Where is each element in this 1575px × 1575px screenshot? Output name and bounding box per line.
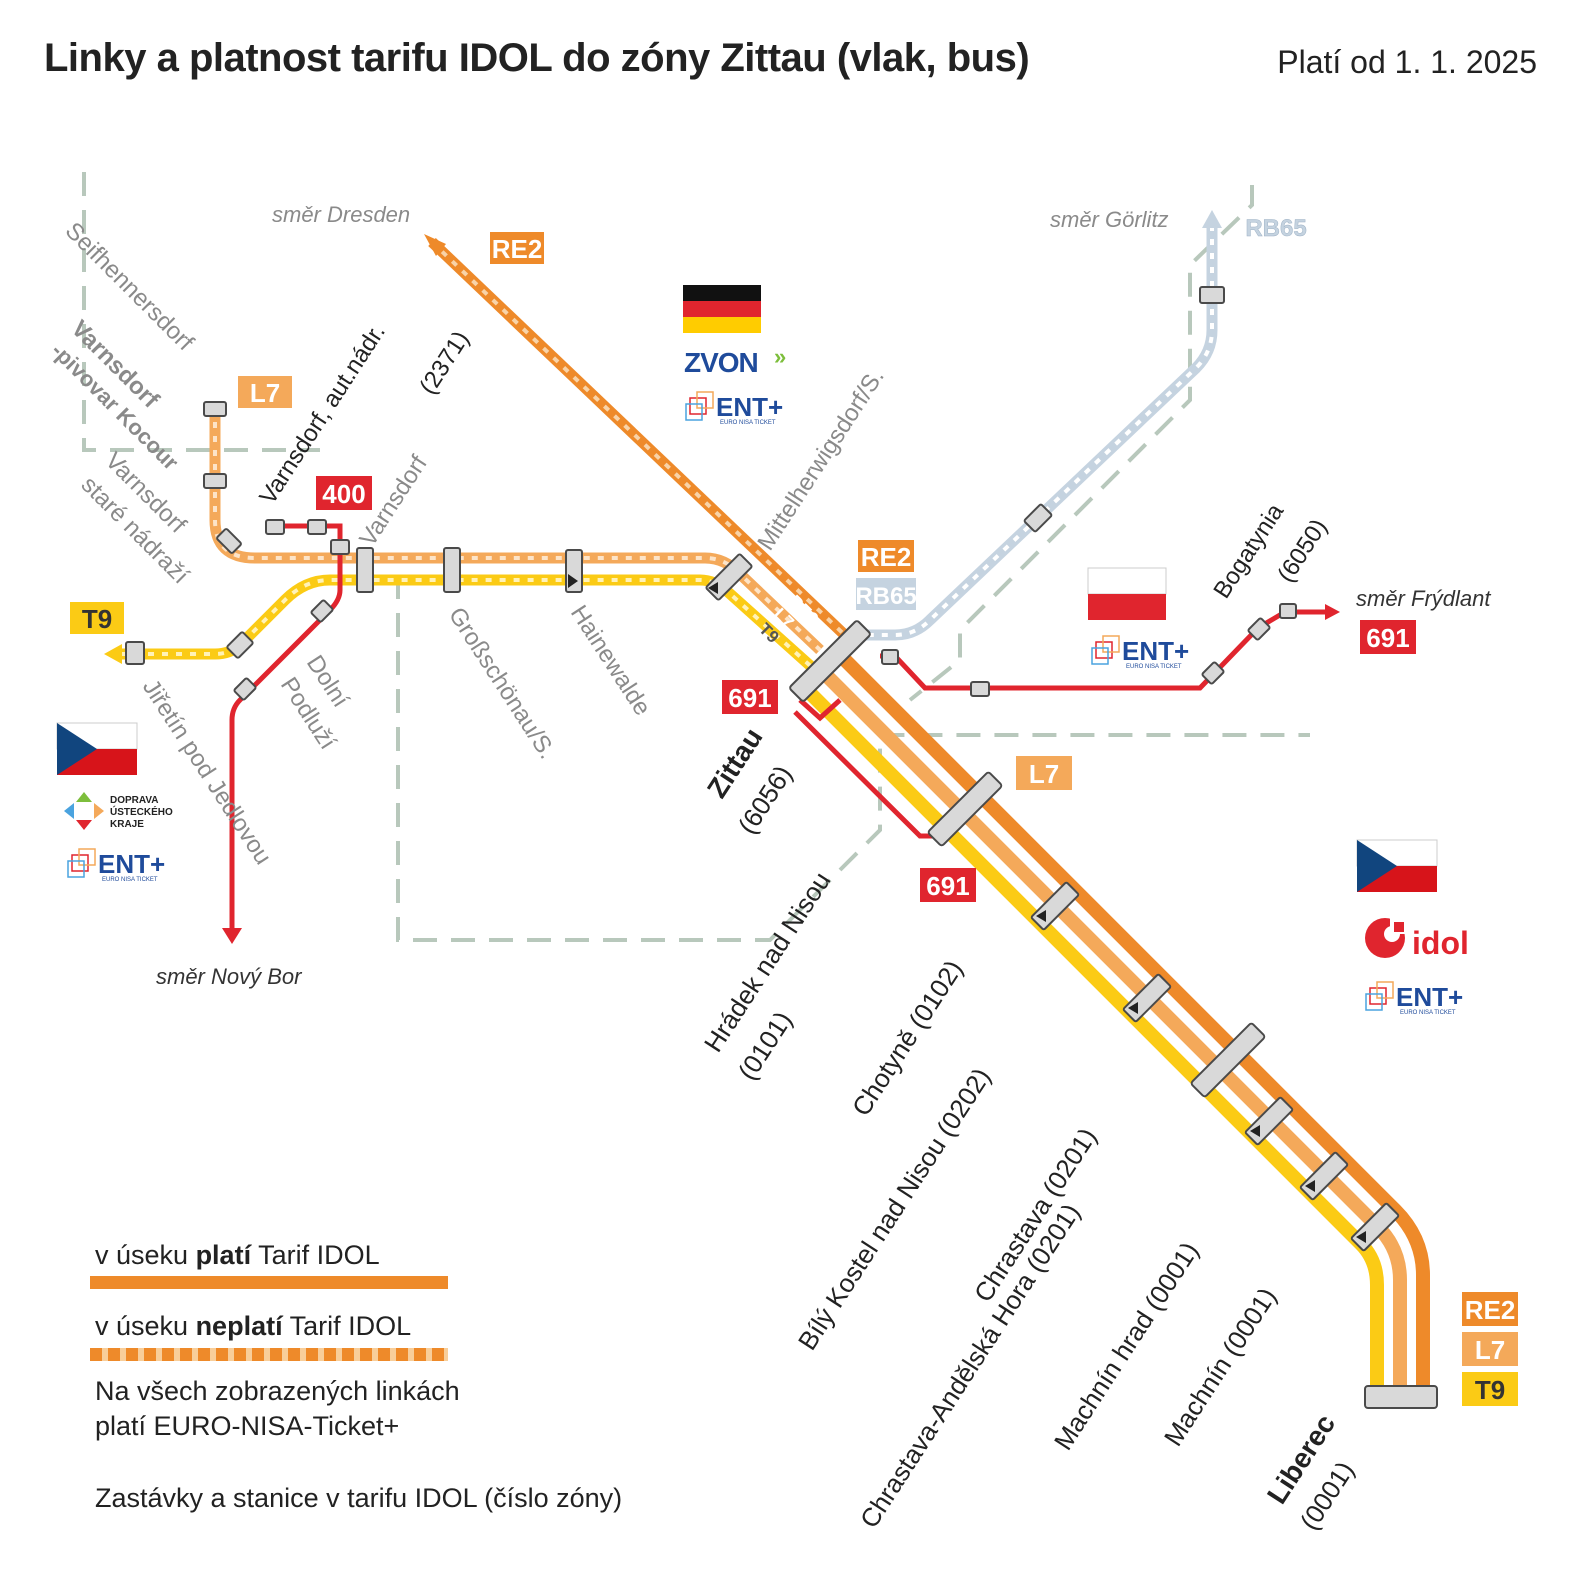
station-varnsdorf-bus-2: (2371): [414, 326, 474, 399]
legend-stops-note: Zastávky a stanice v tarifu IDOL (číslo …: [95, 1483, 623, 1513]
ent-logo-cz-west: ENT+ EURO NISA TICKET: [67, 848, 165, 883]
ent-logo-pl: ENT+ EURO NISA TICKET: [1091, 635, 1189, 670]
svg-text:400: 400: [322, 479, 365, 509]
station-triangle-markers: [568, 574, 1366, 1243]
station-hainewalde: Hainewalde: [565, 601, 656, 721]
badge-691-zittau: 691: [722, 680, 778, 714]
svg-text:ZVON: ZVON: [684, 347, 758, 378]
bus-691-arrow: [1325, 604, 1340, 620]
svg-text:idol: idol: [1412, 925, 1469, 961]
flag-poland: [1087, 567, 1167, 620]
badge-re2-liberec: RE2: [1462, 1292, 1518, 1326]
page-title: Linky a platnost tarifu IDOL do zóny Zit…: [44, 36, 1030, 80]
legend-invalid-label: v úseku neplatí Tarif IDOL: [95, 1311, 412, 1341]
station-bogatynia-1: Bogatynia: [1208, 498, 1289, 603]
svg-text:EURO NISA TICKET: EURO NISA TICKET: [102, 877, 158, 883]
ent-logo-cz-east: ENT+ EURO NISA TICKET: [1365, 981, 1463, 1016]
svg-text:»: »: [774, 344, 786, 369]
legend-valid-line: [90, 1276, 448, 1289]
main-trunk-lines: [796, 645, 1430, 1395]
legend-ent-note-2: platí EURO-NISA-Ticket+: [95, 1411, 400, 1441]
svg-text:RB65: RB65: [1245, 215, 1306, 242]
flag-czech-west: [56, 722, 138, 775]
badge-t9-liberec: T9: [1462, 1372, 1518, 1406]
badge-l7-west: L7: [238, 376, 292, 408]
direction-novy-bor: směr Nový Bor: [156, 964, 303, 989]
station-machnin: Machnín (0001): [1158, 1282, 1282, 1451]
state-border-lines: [82, 172, 1310, 942]
ent-logo-de: ENT+ EURO NISA TICKET: [685, 391, 783, 426]
svg-text:L7: L7: [250, 378, 280, 408]
svg-text:RB65: RB65: [855, 583, 916, 610]
svg-text:ENT+: ENT+: [98, 849, 165, 879]
svg-text:ÚSTECKÉHO: ÚSTECKÉHO: [110, 805, 173, 818]
direction-gorlitz: směr Görlitz: [1050, 207, 1169, 232]
badge-rb65-top: RB65: [1245, 210, 1307, 242]
station-bily-kostel: Bílý Kostel nad Nisou (0202): [792, 1063, 997, 1356]
svg-text:RE2: RE2: [492, 234, 543, 264]
svg-text:KRAJE: KRAJE: [110, 819, 144, 830]
svg-text:L7: L7: [1475, 1335, 1505, 1365]
legend-invalid-line: [90, 1348, 448, 1361]
badge-rb65-zittau: RB65: [855, 578, 917, 610]
bus-400-arrow: [222, 928, 242, 944]
direction-frydlant: směr Frýdlant: [1356, 586, 1491, 611]
line-re2-dresden: [424, 234, 854, 644]
svg-text:EURO NISA TICKET: EURO NISA TICKET: [720, 420, 776, 426]
badge-l7-hradek: L7: [1016, 756, 1072, 790]
zvon-logo: ZVON »: [684, 344, 786, 378]
station-jiretin: Jiřetín pod Jedlovou: [137, 675, 277, 870]
direction-dresden: směr Dresden: [272, 202, 410, 227]
svg-text:691: 691: [926, 871, 969, 901]
svg-text:ENT+: ENT+: [1122, 636, 1189, 666]
svg-text:L7: L7: [1029, 759, 1059, 789]
station-grossschonau: Großschönau/S.: [443, 603, 561, 764]
badge-l7-liberec: L7: [1462, 1332, 1518, 1366]
svg-text:691: 691: [1366, 623, 1409, 653]
svg-text:691: 691: [728, 683, 771, 713]
svg-text:RE2: RE2: [1465, 1295, 1516, 1325]
line-rb65-gorlitz: [860, 210, 1222, 641]
badge-691-frydlant: 691: [1360, 620, 1416, 654]
svg-text:DOPRAVA: DOPRAVA: [110, 795, 159, 806]
svg-text:ENT+: ENT+: [1396, 982, 1463, 1012]
legend-ent-note-1: Na všech zobrazených linkách: [95, 1376, 460, 1406]
svg-text:EURO NISA TICKET: EURO NISA TICKET: [1126, 664, 1182, 670]
flag-czech-east: [1356, 839, 1438, 892]
legend-valid-label: v úseku platí Tarif IDOL: [95, 1240, 380, 1270]
valid-from-date: Platí od 1. 1. 2025: [1277, 44, 1537, 80]
station-chrastava-andelska: Chrastava-Andělská Hora (0201): [854, 1198, 1086, 1533]
svg-text:ENT+: ENT+: [716, 392, 783, 422]
svg-text:RE2: RE2: [861, 542, 912, 572]
svg-text:T9: T9: [1475, 1375, 1505, 1405]
flag-germany: [683, 285, 761, 333]
svg-text:T9: T9: [82, 604, 112, 634]
svg-text:EURO NISA TICKET: EURO NISA TICKET: [1400, 1010, 1456, 1016]
badge-t9-west: T9: [70, 602, 124, 634]
duk-logo: DOPRAVA ÚSTECKÉHO KRAJE: [64, 792, 173, 830]
badge-400: 400: [316, 476, 372, 510]
badge-re2-top: RE2: [490, 232, 544, 264]
idol-logo: idol: [1365, 918, 1469, 961]
badge-691-hradek: 691: [920, 868, 976, 902]
badge-re2-zittau: RE2: [858, 540, 914, 572]
